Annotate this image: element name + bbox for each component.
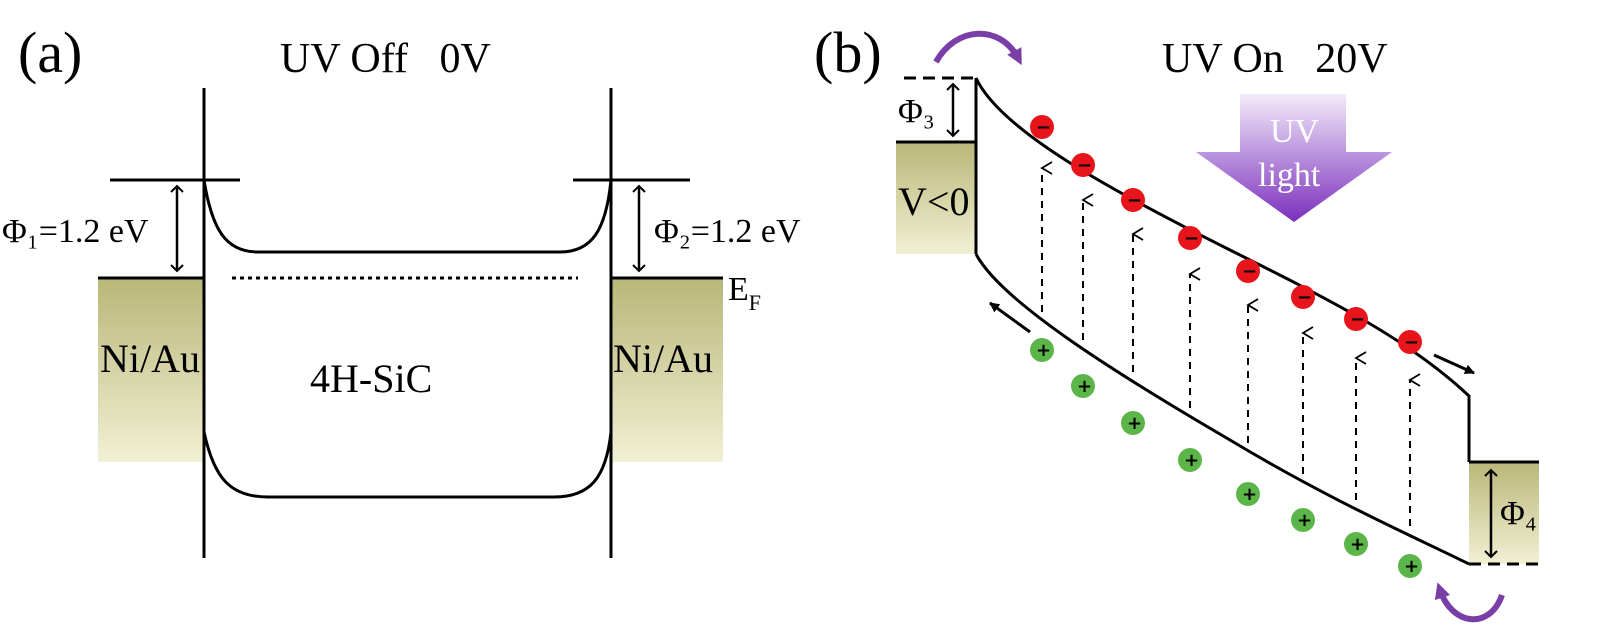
metal-left-label: Ni/Au (100, 336, 200, 381)
hole: + (1030, 338, 1054, 362)
metal-b-right-block (1469, 462, 1539, 564)
fermi-label: EF (728, 271, 761, 315)
uv-light-arrow (1196, 94, 1392, 222)
phi1-label: Φ₁=1.2 eV (2, 213, 149, 250)
valence-band-a (202, 431, 613, 499)
conduction-band-b (974, 77, 1471, 462)
hole: + (1291, 508, 1315, 532)
electron: − (1344, 307, 1368, 331)
svg-text:+: + (1404, 556, 1419, 577)
panel-b: (b) UV On 20V V<0 Φ₃ Φ₄ − (814, 20, 1539, 623)
conduction-band-a (202, 179, 613, 254)
valence-band-b (974, 253, 1470, 566)
hole: + (1398, 554, 1422, 578)
svg-text:−: − (1036, 117, 1051, 138)
electron-transfer-arrow (933, 30, 1022, 66)
panel-a-title: UV Off 0V (280, 36, 491, 82)
electron: − (1178, 226, 1202, 250)
svg-text:+: + (1297, 510, 1312, 531)
phi2-label: Φ₂=1.2 eV (654, 213, 801, 250)
svg-text:+: + (1242, 484, 1257, 505)
hole: + (1344, 532, 1368, 556)
semiconductor-label: 4H-SiC (310, 356, 432, 401)
electron: − (1071, 153, 1095, 177)
uv-label-line1: UV (1270, 113, 1320, 150)
electron: − (1121, 188, 1145, 212)
excitation-arrows (1040, 161, 1421, 526)
electrons: − − − − − − − − (1030, 115, 1422, 354)
metal-right-block (611, 278, 723, 462)
metal-left-block (98, 278, 204, 462)
svg-text:−: − (1127, 190, 1142, 211)
svg-text:−: − (1077, 155, 1092, 176)
hole: + (1236, 482, 1260, 506)
uv-label-line2: light (1258, 157, 1321, 194)
phi4-label: Φ₄ (1500, 495, 1537, 532)
electron-drift-arrow (1433, 353, 1475, 375)
svg-text:−: − (1242, 261, 1257, 282)
metal-right-label: Ni/Au (613, 336, 713, 381)
panel-b-label: (b) (814, 20, 882, 85)
electron: − (1030, 115, 1054, 139)
electron: − (1291, 285, 1315, 309)
panel-a: (a) UV Off 0V Ni/Au Ni/Au EF 4H-SiC Φ₁=1… (2, 20, 801, 558)
metal-b-left-block (896, 142, 976, 254)
svg-text:+: + (1077, 376, 1092, 397)
panel-a-label: (a) (18, 20, 82, 85)
hole-transfer-arrow (1434, 582, 1505, 623)
hole: + (1071, 374, 1095, 398)
svg-text:−: − (1297, 287, 1312, 308)
hole-drift-arrow (989, 301, 1031, 334)
hole: + (1178, 448, 1202, 472)
svg-text:−: − (1350, 309, 1365, 330)
svg-text:−: − (1404, 332, 1419, 353)
bias-label: V<0 (898, 179, 969, 224)
panel-b-title: UV On 20V (1162, 36, 1388, 82)
holes: + + + + + + + + (1030, 338, 1422, 578)
electron: − (1398, 330, 1422, 354)
hole: + (1121, 411, 1145, 435)
electron: − (1236, 259, 1260, 283)
svg-text:+: + (1127, 413, 1142, 434)
svg-text:+: + (1036, 340, 1051, 361)
svg-text:+: + (1350, 534, 1365, 555)
phi3-label: Φ₃ (898, 93, 935, 130)
svg-text:−: − (1184, 228, 1199, 249)
svg-text:+: + (1184, 450, 1199, 471)
